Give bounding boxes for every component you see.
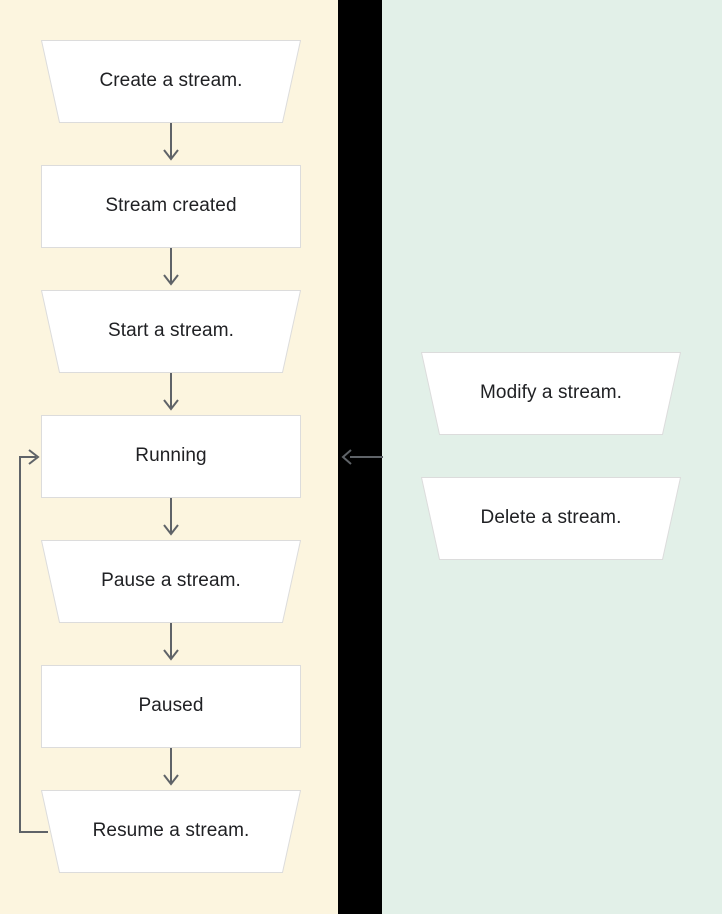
node-label: Create a stream. — [99, 70, 243, 92]
node-running[interactable]: Running — [41, 415, 301, 498]
trapezoid-shape — [41, 40, 301, 123]
trapezoid-shape — [41, 540, 301, 623]
node-paused[interactable]: Paused — [41, 665, 301, 748]
trapezoid-shape — [41, 290, 301, 373]
trapezoid-shape — [41, 790, 301, 873]
node-delete-a-stream[interactable]: Delete a stream. — [421, 477, 681, 560]
stream-operations-lane — [382, 0, 722, 914]
node-create-a-stream[interactable]: Create a stream. — [41, 40, 301, 123]
node-label: Pause a stream. — [101, 570, 241, 592]
node-start-a-stream[interactable]: Start a stream. — [41, 290, 301, 373]
node-label: Running — [135, 445, 207, 467]
node-label: Paused — [138, 695, 204, 717]
node-label: Delete a stream. — [480, 507, 622, 529]
node-stream-created[interactable]: Stream created — [41, 165, 301, 248]
node-label: Stream created — [105, 195, 237, 217]
node-label: Start a stream. — [107, 320, 235, 342]
trapezoid-shape — [421, 477, 681, 560]
node-label: Resume a stream. — [92, 820, 250, 842]
node-modify-a-stream[interactable]: Modify a stream. — [421, 352, 681, 435]
trapezoid-shape — [421, 352, 681, 435]
node-resume-a-stream[interactable]: Resume a stream. — [41, 790, 301, 873]
node-pause-a-stream[interactable]: Pause a stream. — [41, 540, 301, 623]
lane-divider-gap — [338, 0, 382, 914]
node-label: Modify a stream. — [479, 382, 623, 404]
